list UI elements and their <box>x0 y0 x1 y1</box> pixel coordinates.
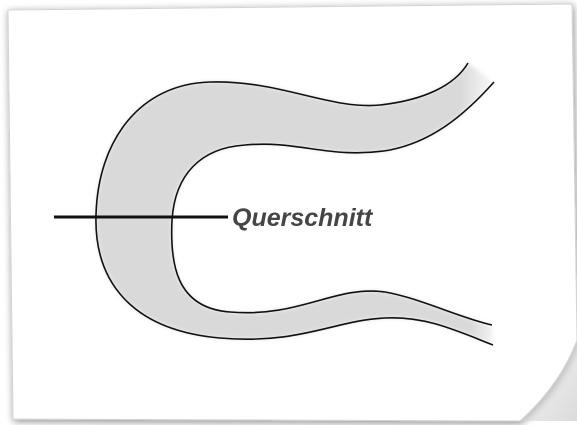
c-shape-tip-fade-bottom <box>470 310 505 355</box>
cross-section-label: Querschnitt <box>232 204 374 232</box>
c-shape-inner-outline <box>170 81 495 326</box>
c-shape <box>95 55 505 355</box>
c-shape-outer-outline <box>95 62 494 346</box>
c-shape-tip-fade <box>460 55 500 115</box>
paper-curl <box>520 340 577 421</box>
c-shape-fill <box>95 63 495 345</box>
